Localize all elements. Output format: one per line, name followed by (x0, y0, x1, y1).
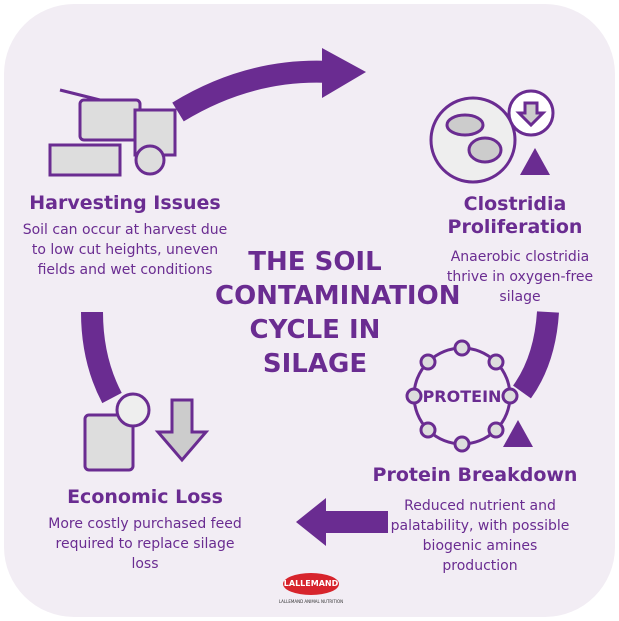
combine-harvester-icon (48, 88, 177, 177)
bacteria-icon (429, 89, 555, 184)
calculator-icon (83, 392, 210, 472)
protein-chain-icon (405, 339, 519, 453)
cycle-title: THE SOIL CONTAMINATION CYCLE IN SILAGE (215, 247, 461, 379)
step-text-harvesting: Soil can occur at harvest due to low cut… (22, 222, 228, 278)
arrow-right (512, 311, 559, 399)
arrow-top (172, 60, 331, 122)
lallemand-logo: LALLEMAND (283, 573, 339, 595)
arrow-left (81, 311, 122, 404)
protein-icon-label: PROTEIN (423, 387, 502, 406)
warning-icon (503, 420, 533, 447)
step-text-protein: Reduced nutrient and palatability, with … (390, 498, 570, 574)
arrow-top-head (322, 48, 366, 98)
arrow-bottom-head (296, 498, 326, 546)
step-text-economic: More costly purchased feed required to r… (48, 516, 242, 572)
step-heading-economic: Economic Loss (67, 486, 223, 508)
step-heading-harvesting: Harvesting Issues (29, 192, 221, 214)
warning-icon (520, 148, 550, 175)
logo-subtitle: LALLEMAND ANIMAL NUTRITION (278, 599, 344, 604)
step-heading-clostridia: Clostridia Proliferation (447, 193, 583, 238)
step-text-clostridia: Anaerobic clostridia thrive in oxygen-fr… (446, 249, 594, 305)
step-heading-protein: Protein Breakdown (372, 464, 578, 486)
